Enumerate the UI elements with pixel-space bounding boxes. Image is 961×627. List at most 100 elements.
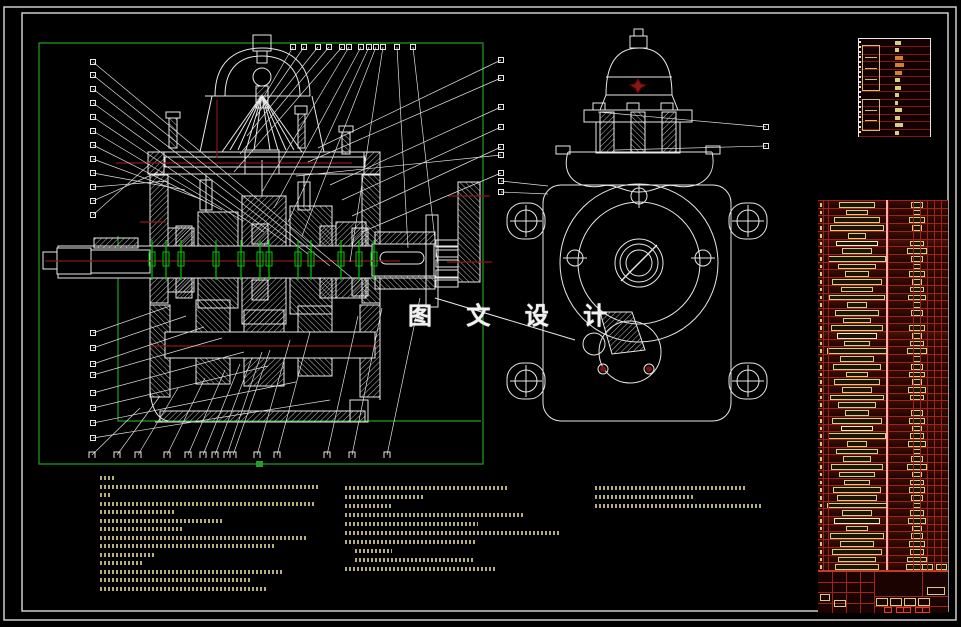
tb-grid — [818, 582, 874, 583]
bom-qty-text — [912, 279, 922, 285]
bom-qty-text — [907, 464, 927, 470]
bom-row — [818, 423, 948, 432]
note-text-line — [100, 535, 308, 540]
gearbox-section-view — [42, 34, 481, 423]
note-text-line — [355, 549, 392, 553]
leader-balloon — [90, 372, 96, 378]
leader-balloon — [90, 361, 96, 367]
bom-name-text — [836, 448, 878, 455]
leader-balloon — [90, 198, 96, 204]
bom-qty-text — [911, 410, 923, 416]
bom-name-text — [847, 302, 867, 308]
rev-table-row — [859, 39, 930, 48]
bom-index-tick — [820, 241, 822, 246]
bom-row — [818, 269, 948, 278]
leader-line — [614, 145, 767, 151]
bom-qty-text — [907, 556, 927, 563]
bom-index-tick — [820, 388, 822, 392]
bom-index-tick — [820, 210, 822, 215]
bom-row — [818, 508, 948, 517]
tb-red-cell — [922, 607, 930, 613]
leader-balloon — [366, 44, 372, 50]
leader-balloon — [346, 44, 352, 50]
leader-line — [351, 307, 383, 456]
leader-line — [166, 377, 206, 456]
bom-name-text — [841, 425, 873, 432]
bom-name-text — [832, 548, 882, 555]
shaft-marker-bracket — [162, 251, 170, 267]
leader-balloon — [301, 44, 307, 50]
bom-row — [818, 516, 948, 524]
leader-line — [92, 381, 297, 424]
leader-balloon — [323, 451, 331, 458]
bom-index-tick — [820, 480, 822, 485]
leader-line — [307, 77, 502, 163]
bom-qty-text — [912, 379, 922, 385]
rev-stack-line — [865, 79, 877, 80]
leader-balloon — [163, 451, 171, 458]
tb-yellow-cell — [890, 598, 902, 606]
note-text-line — [595, 504, 763, 508]
bom-index-tick — [820, 441, 822, 446]
bom-row — [818, 438, 948, 447]
bom-index-tick — [820, 411, 822, 415]
bom-row — [818, 338, 948, 347]
leader-line — [233, 46, 343, 173]
tb-grid — [874, 606, 948, 607]
bom-name-text — [846, 525, 868, 532]
bom-name-text — [833, 363, 881, 370]
bom-row — [818, 469, 948, 478]
bom-name-text — [834, 217, 880, 224]
bom-index-tick — [820, 272, 822, 277]
leader-balloon — [383, 451, 391, 458]
bom-row — [818, 207, 948, 216]
bom-name-text — [844, 340, 870, 347]
shaft-marker-bracket — [148, 251, 156, 267]
bom-name-text — [843, 456, 871, 463]
bom-qty-text — [910, 510, 924, 517]
leader-line — [92, 88, 309, 255]
note-text-line — [100, 578, 250, 582]
leader-line — [92, 171, 159, 202]
note-text-line — [345, 522, 478, 526]
leader-balloon — [373, 44, 379, 50]
bom-row — [818, 562, 948, 570]
vent-star-marker — [628, 78, 648, 94]
leader-line — [226, 351, 263, 456]
leader-balloon — [90, 184, 96, 190]
leader-line — [326, 315, 359, 456]
leader-balloon — [253, 451, 261, 458]
bom-index-tick — [820, 434, 822, 438]
selected-part-markers — [148, 240, 378, 280]
tb-yellow-cell — [927, 587, 945, 595]
leader-balloon — [88, 451, 96, 458]
leader-balloon — [410, 44, 416, 50]
note-text-line — [100, 569, 282, 574]
bom-grid-line — [828, 200, 829, 570]
leader-line — [137, 387, 179, 456]
rev-stack-line — [865, 120, 877, 121]
shaft-marker-bracket — [355, 251, 363, 267]
leader-line — [597, 111, 767, 128]
bom-qty-text — [908, 440, 926, 447]
leader-line — [92, 102, 287, 244]
leader-line — [329, 106, 502, 186]
leader-balloon — [90, 72, 96, 78]
sheet-border — [3, 6, 957, 621]
bom-qty-text — [909, 217, 925, 224]
bom-index-tick — [820, 318, 822, 323]
leader-balloon — [339, 44, 345, 50]
bom-index-tick — [820, 565, 822, 569]
leader-line — [92, 326, 205, 365]
bom-row — [818, 261, 948, 270]
bom-name-text — [838, 402, 876, 409]
bom-index-tick — [820, 203, 822, 207]
note-text-line — [100, 501, 315, 506]
bom-name-text — [840, 541, 874, 547]
bom-qty-text — [909, 541, 925, 547]
bom-index-tick — [820, 264, 822, 269]
leader-balloon — [763, 143, 769, 149]
bom-index-tick — [820, 233, 822, 238]
bom-row — [818, 215, 948, 224]
